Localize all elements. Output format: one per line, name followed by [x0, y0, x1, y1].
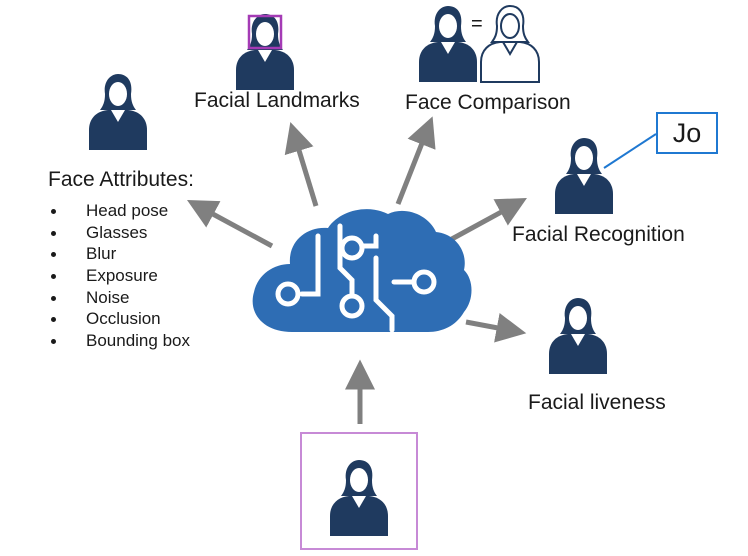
list-item: Noise	[48, 287, 190, 309]
list-item: Bounding box	[48, 330, 190, 352]
arrow-icon-liveness	[465, 313, 527, 343]
arrow-icon-comparison	[395, 116, 436, 205]
list-item: Blur	[48, 243, 190, 265]
person-icon-attributes	[89, 74, 147, 150]
list-item: Glasses	[48, 222, 190, 244]
arrow-icon-attributes	[187, 200, 274, 249]
landmark-box-icon	[247, 14, 283, 50]
arrow-icon-recognition	[448, 198, 527, 243]
facial-liveness-label: Facial liveness	[528, 391, 666, 414]
face-comparison-label: Face Comparison	[405, 91, 571, 114]
facial-landmarks-label: Facial Landmarks	[194, 89, 360, 112]
person-icon-liveness	[549, 298, 607, 374]
arrows	[187, 116, 527, 424]
person-icon-landmarks	[236, 14, 294, 90]
recognized-name-box: Jo	[656, 112, 718, 154]
face-attributes-list: Head pose Glasses Blur Exposure Noise Oc…	[48, 200, 190, 352]
person-icon-comparison	[419, 6, 477, 82]
face-attributes-title: Face Attributes:	[48, 168, 194, 191]
name-connector-line	[603, 133, 657, 169]
facial-recognition-label: Facial Recognition	[512, 223, 685, 246]
input-image-frame	[300, 432, 418, 550]
person-outline-icon-comparison	[480, 5, 540, 83]
person-icon-recognition	[555, 138, 613, 214]
list-item: Occlusion	[48, 308, 190, 330]
list-item: Exposure	[48, 265, 190, 287]
list-item: Head pose	[48, 200, 190, 222]
cloud-ai-icon	[252, 209, 472, 333]
equals-sign: =	[471, 13, 483, 35]
arrow-icon-landmarks	[284, 122, 319, 207]
